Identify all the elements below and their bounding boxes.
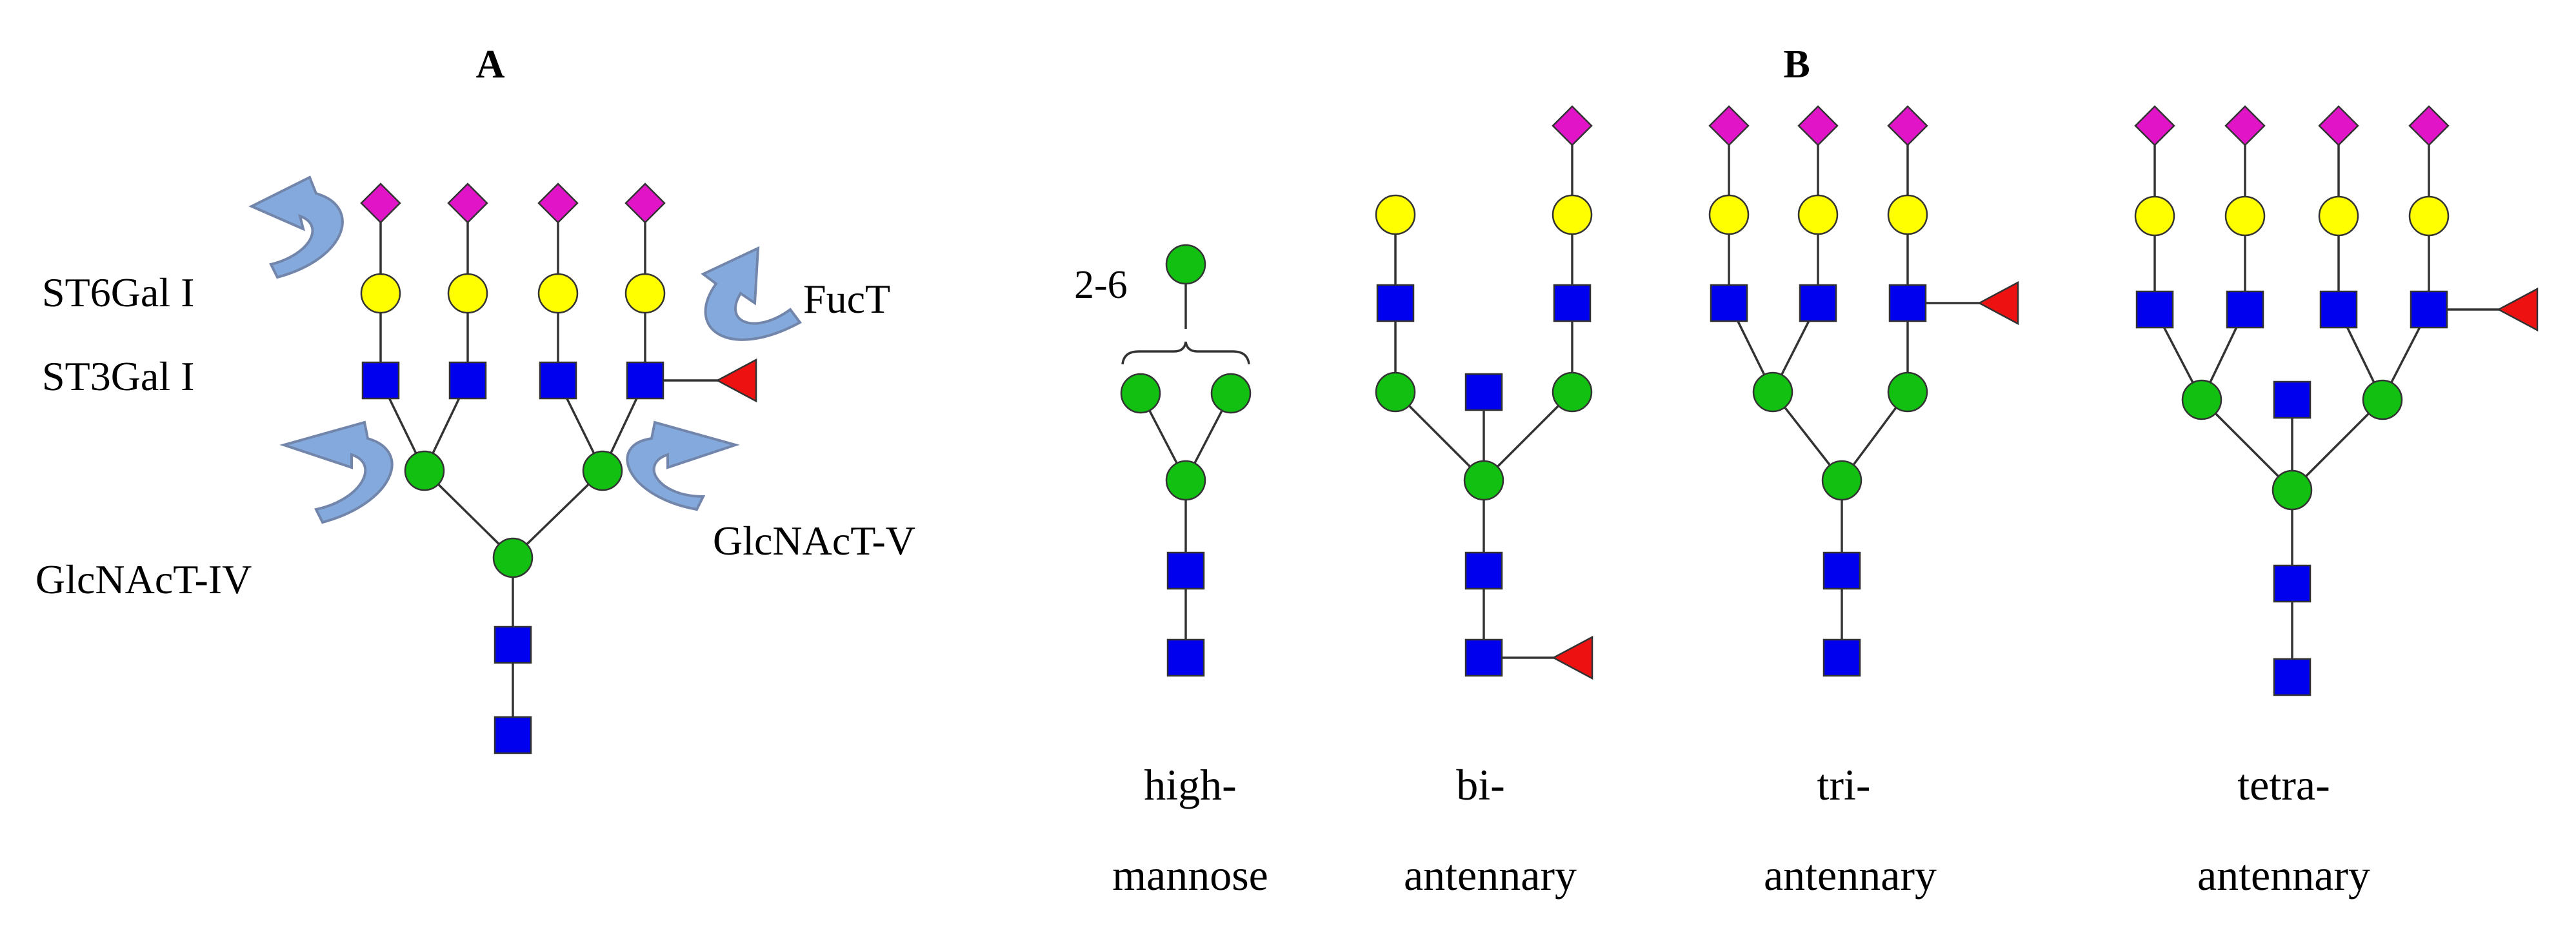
glcnac-square [448, 361, 487, 400]
glcnac-square [494, 625, 532, 664]
tetra-antennary-glycan [2134, 105, 2539, 696]
tetra-antennary-caption-line2: antennary [2197, 851, 2370, 900]
mannose-circle [1120, 373, 1161, 414]
mannose-circle [1165, 244, 1206, 285]
galactose-circle [1708, 194, 1750, 235]
sialic-acid-diamond [537, 182, 579, 224]
sialic-acid-diamond [1797, 105, 1839, 146]
galactose-circle [360, 273, 401, 314]
sialic-acid-diamond [447, 182, 488, 224]
fucose-triangle [1977, 280, 2019, 326]
sialic-acid-diamond [1708, 105, 1750, 146]
glcnac-square [1464, 638, 1503, 677]
glcnac-square [1710, 284, 1748, 322]
tri-antennary-glycan [1708, 105, 2019, 677]
glcnact-v-label: GlcNAcT-V [713, 518, 915, 564]
glcnact-iv-arrow [279, 420, 394, 524]
glcnac-square [1822, 551, 1861, 590]
st6gal-label: ST6Gal I [42, 270, 194, 315]
mannose-circle [1375, 371, 1416, 413]
galactose-circle [624, 273, 666, 314]
sialic-acid-diamond [360, 182, 401, 224]
tetra-antennary-caption-line1: tetra- [2237, 760, 2330, 809]
glcnac-square [361, 361, 400, 400]
mannose-circle [2181, 379, 2222, 420]
galactose-circle [2224, 195, 2266, 237]
glcnac-square [626, 361, 664, 400]
st6gal-arrow [248, 175, 344, 279]
sialic-acid-diamond [2134, 105, 2175, 146]
mannose-circle [1463, 460, 1504, 501]
galactose-circle [2408, 195, 2450, 237]
sialic-acid-diamond [2318, 105, 2359, 146]
mannose-circle [1821, 460, 1862, 501]
tri-antennary-caption-line2: antennary [1764, 851, 1937, 900]
glcnac-square [2226, 290, 2264, 329]
mannose-circle [2271, 469, 2313, 511]
linkage-brace [1121, 341, 1250, 365]
high-mannose-glycan [1120, 244, 1252, 677]
fucose-triangle [1552, 635, 1593, 680]
glcnac-square [2273, 658, 2311, 696]
galactose-circle [1375, 194, 1416, 235]
fuct-label: FucT [803, 276, 890, 322]
glcnac-square [1166, 638, 1205, 677]
glcnact-v-arrow [626, 420, 740, 511]
bi-antennary-glycan [1375, 105, 1593, 680]
sialic-acid-diamond [2224, 105, 2266, 146]
mannose-circle [1165, 460, 1206, 501]
panel-a-label: A [476, 43, 505, 86]
galactose-circle [1552, 194, 1593, 235]
mannose-circle [2362, 379, 2403, 420]
glcnac-square [494, 716, 532, 754]
panel-a-glycan [360, 182, 757, 754]
galactose-circle [1887, 194, 1928, 235]
galactose-circle [2134, 195, 2175, 237]
glcnac-square [1888, 284, 1927, 322]
glcnac-square [2135, 290, 2174, 329]
galactose-circle [2318, 195, 2359, 237]
bi-antennary-caption-line2: antennary [1404, 851, 1577, 900]
mannose-circle [404, 450, 445, 491]
mannose-circle [1552, 371, 1593, 413]
mannose-circle [1752, 371, 1793, 413]
glcnac-square [1464, 551, 1503, 590]
glcnac-square [1376, 284, 1415, 322]
glcnac-square [2273, 380, 2311, 419]
glcnact-iv-label: GlcNAcT-IV [35, 556, 252, 602]
fucose-triangle [715, 358, 757, 403]
galactose-circle [1797, 194, 1839, 235]
fucose-triangle [2497, 287, 2539, 332]
mannose-circle [1887, 371, 1928, 413]
mannose-circle [1210, 373, 1252, 414]
glcnac-square [2319, 290, 2358, 329]
st3gal-label: ST3Gal I [42, 353, 194, 399]
fuct-arrow [701, 246, 802, 341]
glcnac-square [1822, 638, 1861, 677]
tri-antennary-caption-line1: tri- [1817, 760, 1870, 809]
galactose-circle [447, 273, 488, 314]
panel-a-arrows [248, 175, 802, 524]
mannose-circle [582, 450, 623, 491]
glcnac-square [539, 361, 577, 400]
glcnac-square [1464, 373, 1503, 411]
high-mannose-caption-line2: mannose [1112, 851, 1268, 900]
sialic-acid-diamond [2408, 105, 2450, 146]
galactose-circle [537, 273, 579, 314]
mannose-circle [492, 537, 534, 578]
glcnac-square [1166, 551, 1205, 590]
bi-antennary-caption-line1: bi- [1456, 760, 1505, 809]
panel-b-label: B [1783, 43, 1810, 86]
high-mannose-caption-line1: high- [1144, 760, 1237, 809]
glcnac-square [2410, 290, 2448, 329]
glcnac-square [2273, 564, 2311, 603]
sialic-acid-diamond [1552, 105, 1593, 146]
sialic-acid-diamond [1887, 105, 1928, 146]
glcnac-square [1799, 284, 1837, 322]
glcnac-square [1553, 284, 1592, 322]
sialic-acid-diamond [624, 182, 666, 224]
linkage-label: 2-6 [1074, 263, 1128, 307]
